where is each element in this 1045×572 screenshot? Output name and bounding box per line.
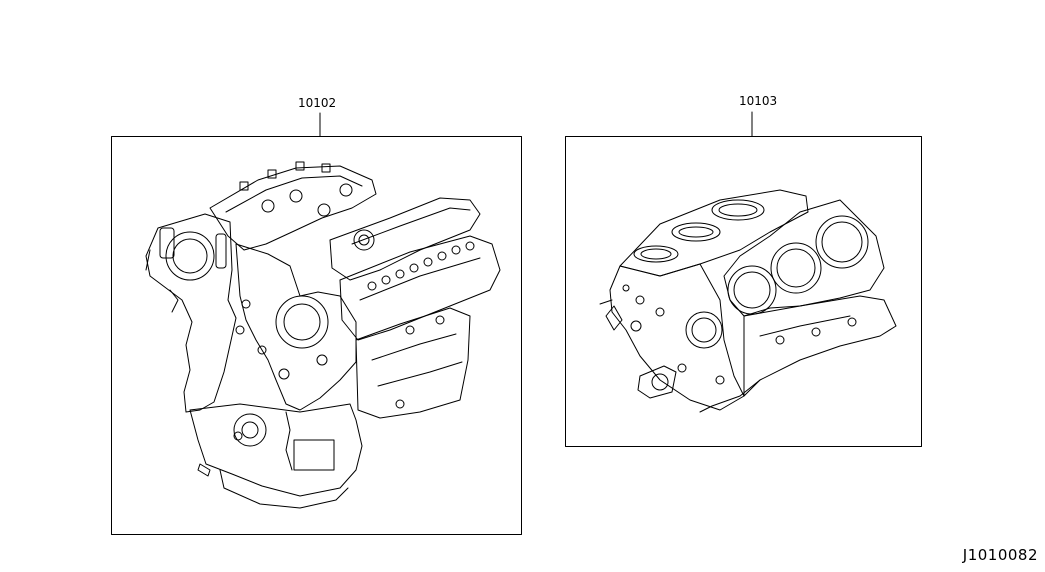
- engine-assembly-illustration[interactable]: [145, 161, 501, 509]
- part-label-10103: 10103: [739, 94, 778, 108]
- diagram-code: J1010082: [962, 546, 1038, 564]
- part-frame-10102[interactable]: [111, 136, 522, 535]
- part-label-10102: 10102: [298, 96, 337, 110]
- cylinder-block-illustration[interactable]: [599, 189, 897, 413]
- part-frame-10103[interactable]: [565, 136, 922, 447]
